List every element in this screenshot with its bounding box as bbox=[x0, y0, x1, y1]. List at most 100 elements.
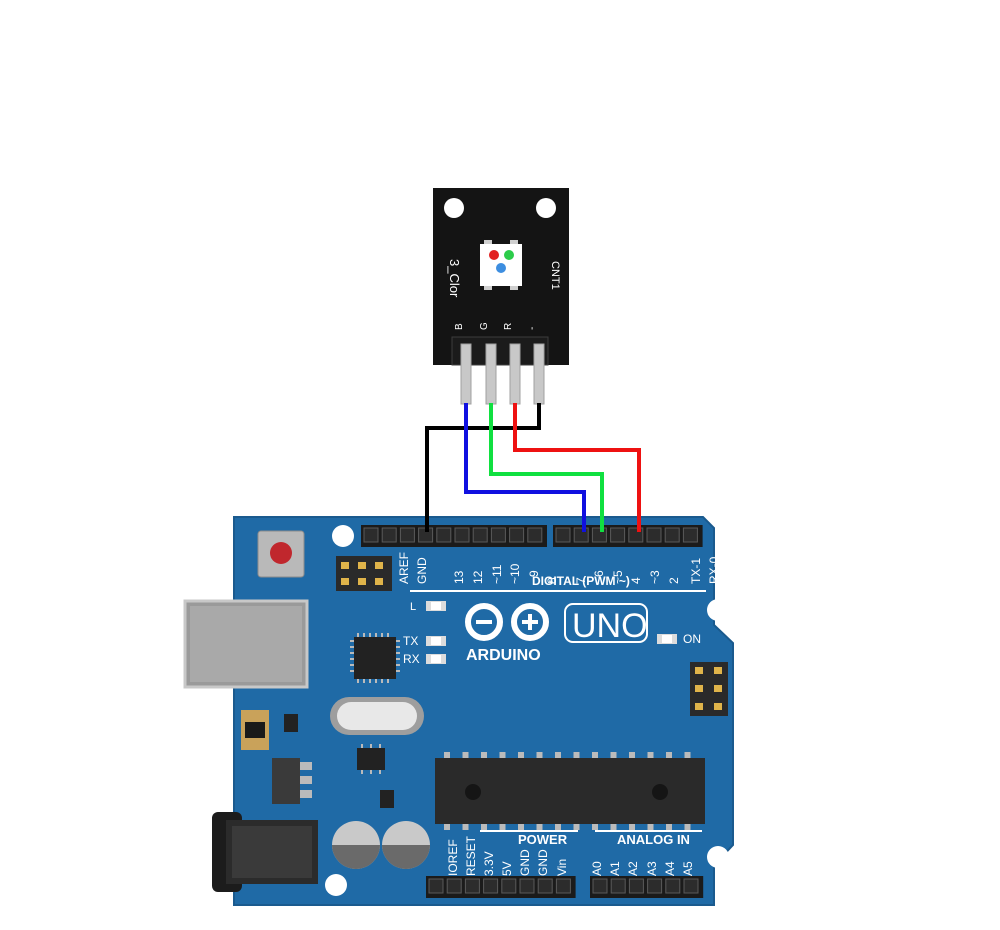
module-pin bbox=[509, 343, 521, 405]
analog-socket[interactable] bbox=[665, 878, 681, 894]
pin-label-analog: A4 bbox=[663, 861, 677, 876]
power-socket[interactable] bbox=[501, 878, 517, 894]
power-socket[interactable] bbox=[537, 878, 553, 894]
icsp-header-top bbox=[336, 556, 392, 591]
pin-label-top: 12 bbox=[471, 570, 485, 584]
pin-label-top: 13 bbox=[452, 570, 466, 584]
digital-socket[interactable] bbox=[664, 527, 680, 543]
atmega-chip bbox=[435, 752, 705, 830]
analog-socket[interactable] bbox=[683, 878, 699, 894]
led-tx-label: TX bbox=[403, 634, 418, 648]
digital-socket[interactable] bbox=[399, 527, 415, 543]
pin-label-top: RX-0 bbox=[707, 556, 721, 584]
infinity-icon bbox=[465, 603, 549, 641]
power-jack bbox=[212, 812, 318, 892]
digital-header-left bbox=[361, 525, 547, 547]
mounting-hole bbox=[707, 599, 729, 621]
pin-label-top: 2 bbox=[667, 577, 681, 584]
usb-chip bbox=[350, 633, 400, 683]
pin-label-top: GND bbox=[415, 557, 429, 584]
pin-label-top: 8 bbox=[545, 577, 559, 584]
brand-label: ARDUINO bbox=[466, 647, 541, 664]
mounting-hole bbox=[707, 846, 729, 868]
pin-label-analog: A3 bbox=[645, 861, 659, 876]
pin-label-power: Vin bbox=[555, 859, 569, 876]
wire-blue-pin6[interactable] bbox=[464, 403, 586, 532]
power-socket[interactable] bbox=[464, 878, 480, 894]
pin-label-top: AREF bbox=[397, 552, 411, 584]
pin-label-top: ~9 bbox=[527, 570, 541, 584]
power-socket[interactable] bbox=[446, 878, 462, 894]
blue-led-dot bbox=[496, 263, 506, 273]
analog-socket[interactable] bbox=[628, 878, 644, 894]
led-l bbox=[426, 601, 446, 611]
mounting-hole bbox=[444, 198, 464, 218]
digital-socket[interactable] bbox=[573, 527, 589, 543]
analog-label: ANALOG IN bbox=[617, 832, 690, 847]
digital-socket[interactable] bbox=[591, 527, 607, 543]
power-socket[interactable] bbox=[483, 878, 499, 894]
arduino-uno-board: L TX RX ON ARDUINO UNO DIGITAL (PWM ~) P… bbox=[183, 516, 734, 906]
pin-label-top: ~6 bbox=[592, 570, 606, 584]
power-label: POWER bbox=[518, 832, 568, 847]
pin-label-top: 4 bbox=[629, 577, 643, 584]
analog-socket[interactable] bbox=[592, 878, 608, 894]
connector-label: CNT1 bbox=[549, 261, 561, 290]
led-on-label: ON bbox=[683, 632, 701, 646]
pin-label-power: IOREF bbox=[446, 839, 460, 876]
digital-socket[interactable] bbox=[555, 527, 571, 543]
pin-label-analog: A2 bbox=[626, 861, 640, 876]
analog-socket[interactable] bbox=[610, 878, 626, 894]
power-socket[interactable] bbox=[428, 878, 444, 894]
fuse bbox=[241, 710, 269, 750]
transistor bbox=[284, 714, 394, 808]
digital-socket[interactable] bbox=[381, 527, 397, 543]
module-name-label: 3_Clor bbox=[447, 259, 462, 298]
digital-socket[interactable] bbox=[509, 527, 525, 543]
module-pin-label: G bbox=[479, 322, 490, 330]
pin-label-power: 3.3V bbox=[482, 851, 496, 876]
module-pin-label: R bbox=[503, 323, 514, 330]
mounting-hole bbox=[332, 525, 354, 547]
mounting-hole bbox=[325, 874, 347, 896]
pin-label-top: 7 bbox=[574, 577, 588, 584]
module-pin bbox=[533, 343, 545, 405]
reset-button[interactable] bbox=[257, 530, 305, 578]
pin-label-analog: A0 bbox=[590, 861, 604, 876]
wires bbox=[425, 403, 641, 532]
small-chip bbox=[357, 744, 385, 774]
digital-socket[interactable] bbox=[610, 527, 626, 543]
wire-red-pin3[interactable] bbox=[513, 403, 641, 532]
analog-socket[interactable] bbox=[647, 878, 663, 894]
digital-socket[interactable] bbox=[490, 527, 506, 543]
digital-socket[interactable] bbox=[436, 527, 452, 543]
module-pin bbox=[460, 343, 472, 405]
pin-label-power: GND bbox=[536, 849, 550, 876]
module-pin-label: B bbox=[454, 323, 465, 330]
mounting-hole bbox=[536, 198, 556, 218]
led-rx-label: RX bbox=[403, 652, 420, 666]
digital-socket[interactable] bbox=[682, 527, 698, 543]
digital-socket[interactable] bbox=[527, 527, 543, 543]
power-socket[interactable] bbox=[555, 878, 571, 894]
voltage-regulator bbox=[272, 758, 312, 804]
digital-socket[interactable] bbox=[454, 527, 470, 543]
module-pin bbox=[485, 343, 497, 405]
module-pin-label: - bbox=[527, 327, 538, 330]
digital-header-right bbox=[553, 525, 703, 547]
pin-label-top: ~11 bbox=[490, 564, 504, 584]
wire-green-pin5[interactable] bbox=[489, 403, 604, 532]
power-socket[interactable] bbox=[519, 878, 535, 894]
capacitor bbox=[332, 821, 430, 869]
pin-label-top: ~5 bbox=[611, 570, 625, 584]
digital-socket[interactable] bbox=[646, 527, 662, 543]
digital-socket[interactable] bbox=[363, 527, 379, 543]
pin-label-top: ~10 bbox=[508, 563, 522, 584]
wire-black-gnd[interactable] bbox=[425, 403, 541, 532]
pin-label-power: RESET bbox=[464, 835, 478, 876]
power-header bbox=[426, 876, 576, 898]
digital-socket[interactable] bbox=[472, 527, 488, 543]
crystal-oscillator bbox=[330, 697, 424, 735]
